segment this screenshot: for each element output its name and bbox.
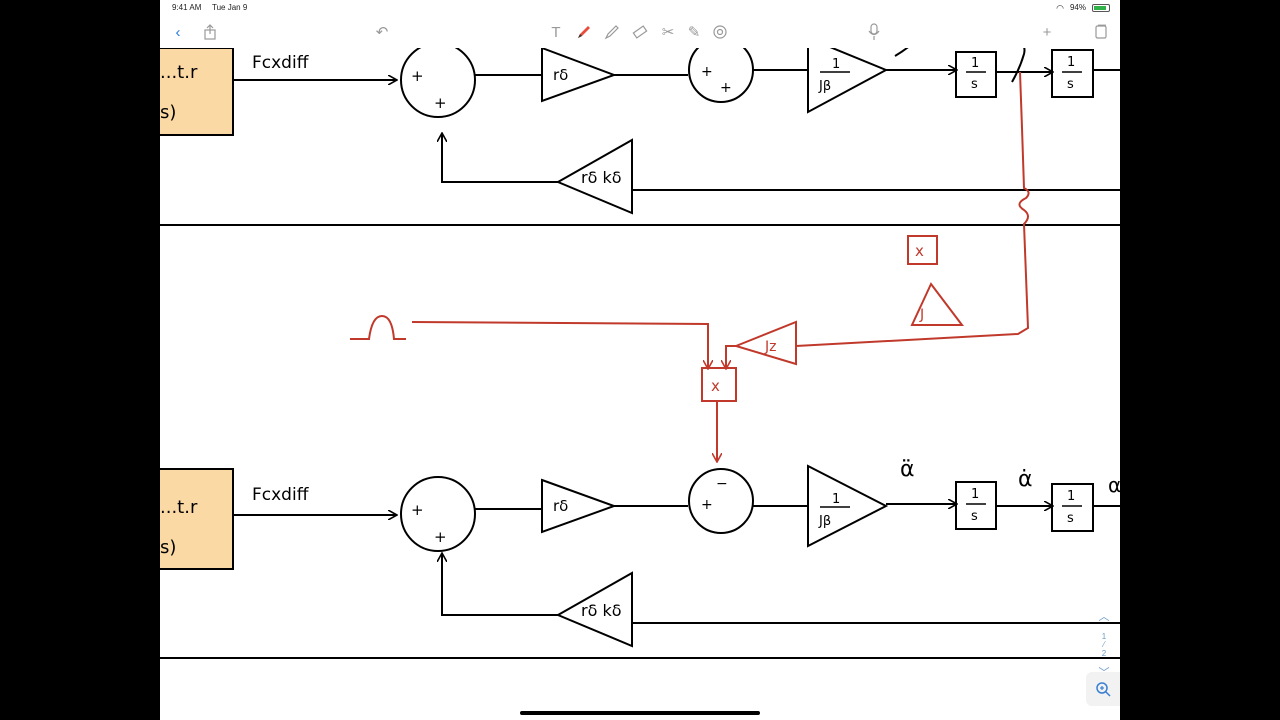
top-block-text-2: s) xyxy=(160,102,176,123)
page-total: 2 xyxy=(1101,649,1107,658)
share-icon[interactable] xyxy=(198,20,222,44)
coupling-wire xyxy=(795,71,1030,347)
top-int1-num: 1 xyxy=(971,56,979,71)
bottom-int1-num: 1 xyxy=(971,487,979,502)
bottom-sum-2 xyxy=(688,468,754,534)
eraser-icon[interactable] xyxy=(628,20,652,44)
chevron-left-icon[interactable]: ‹ xyxy=(175,23,181,41)
zoom-icon[interactable] xyxy=(1086,672,1120,706)
top-sum2-sign-left: + xyxy=(701,64,713,80)
bottom-block-text-1: ...t.r xyxy=(160,497,198,518)
top-gain-inv-J xyxy=(807,48,889,114)
multiplier-key-box xyxy=(907,235,938,265)
bottom-gain2-num: 1 xyxy=(832,492,840,507)
coupling-gain-label: Jz xyxy=(764,339,776,355)
bottom-diagram: ...t.r s) Fcxdiff + + rδ + − 1 Jβ xyxy=(160,457,1120,659)
lasso-scissors-icon[interactable]: ✂ xyxy=(661,24,675,41)
top-actuator-block xyxy=(160,48,234,136)
bottom-sum-1 xyxy=(400,476,476,552)
bottom-int2-den: s xyxy=(1067,511,1074,526)
top-signal-mark-2 xyxy=(1011,48,1026,83)
toolbar: ‹ ↶ T ✂ ✎ + xyxy=(160,16,1120,48)
coupling-to-multiplier xyxy=(726,345,736,368)
pulse-signal xyxy=(350,314,406,340)
bottom-actuator-block xyxy=(160,468,234,570)
top-feedback-gain xyxy=(555,138,633,215)
status-time: 9:41 AM xyxy=(172,3,202,12)
status-bar: 9:41 AM Tue Jan 9 ◠ 94% xyxy=(160,0,1120,16)
bottom-gain1-label: rδ xyxy=(553,497,568,515)
bottom-gain-r-delta xyxy=(541,478,617,534)
highlighter-icon[interactable] xyxy=(600,20,624,44)
gain-key-triangle xyxy=(910,282,965,326)
coupling-multiplier-label: x xyxy=(711,377,720,395)
bottom-sum1-sign-left: + xyxy=(411,501,424,519)
top-feedback-label: rδ kδ xyxy=(581,168,622,187)
note-canvas[interactable]: ...t.r s) Fcxdiff + + rδ + + 1 Jβ xyxy=(160,48,1120,720)
link-icon[interactable] xyxy=(708,20,732,44)
top-gain1-label: rδ xyxy=(553,66,568,84)
bottom-feedback-gain xyxy=(555,571,633,648)
top-gain2-num: 1 xyxy=(832,57,840,72)
ipad-screen: 9:41 AM Tue Jan 9 ◠ 94% ‹ ↶ T ✂ ✎ + xyxy=(160,0,1120,720)
bottom-sum2-sign-top: − xyxy=(716,476,728,492)
page-current: 1 xyxy=(1101,632,1107,641)
coupling-multiplier xyxy=(701,367,737,402)
home-indicator[interactable] xyxy=(520,711,760,715)
top-int1-den: s xyxy=(971,77,978,92)
battery-percent: 94% xyxy=(1069,3,1086,12)
pen-icon[interactable] xyxy=(572,20,596,44)
battery-icon xyxy=(1092,4,1110,12)
pulse-to-multiplier xyxy=(411,321,708,368)
top-int2-den: s xyxy=(1067,77,1074,92)
gain-key-label: J xyxy=(919,307,924,323)
bottom-feedback-label: rδ kδ xyxy=(581,601,622,620)
top-input-label: Fcxdiff xyxy=(252,53,310,73)
undo-icon[interactable]: ↶ xyxy=(375,24,389,41)
top-signal-mark-1 xyxy=(894,48,909,57)
pages-icon[interactable] xyxy=(1089,20,1113,44)
top-block-text-1: ...t.r xyxy=(160,62,198,83)
bottom-position-label: α xyxy=(1108,473,1120,497)
top-integrator-2 xyxy=(1051,49,1094,98)
bottom-gain2-den: Jβ xyxy=(818,514,831,529)
bottom-feedback-wire-left xyxy=(442,554,558,616)
bottom-input-label: Fcxdiff xyxy=(252,485,310,505)
top-int2-num: 1 xyxy=(1067,55,1075,70)
bottom-velocity-label: α̇ xyxy=(1018,467,1033,492)
coupling-annotation: x J Jz x xyxy=(350,71,1030,461)
top-integrator-1 xyxy=(955,51,997,98)
bottom-int1-den: s xyxy=(971,509,978,524)
block-diagram: ...t.r s) Fcxdiff + + rδ + + 1 Jβ xyxy=(160,48,1120,659)
chevron-up-icon[interactable]: ︿ xyxy=(1098,611,1110,623)
top-sum1-sign-bottom: + xyxy=(434,94,447,112)
status-date: Tue Jan 9 xyxy=(212,3,248,12)
shapes-icon[interactable]: ✎ xyxy=(687,24,701,41)
multiplier-key-label: x xyxy=(915,242,924,260)
text-tool-icon[interactable]: T xyxy=(551,23,561,41)
coupling-gain-Jz xyxy=(732,320,797,366)
top-diagram: ...t.r s) Fcxdiff + + rδ + + 1 Jβ xyxy=(160,48,1120,226)
microphone-icon[interactable] xyxy=(862,20,886,44)
bottom-block-text-2: s) xyxy=(160,537,176,558)
top-gain2-den: Jβ xyxy=(818,79,831,94)
bottom-sum1-sign-bottom: + xyxy=(434,528,447,546)
bottom-integrator-2 xyxy=(1051,483,1094,532)
plus-icon[interactable]: + xyxy=(1042,23,1052,41)
top-feedback-wire-left xyxy=(442,134,558,183)
top-gain-r-delta xyxy=(541,48,617,103)
bottom-sum2-sign-left: + xyxy=(701,497,713,513)
wifi-icon: ◠ xyxy=(1056,3,1064,13)
page-separator-icon: ⁄ xyxy=(1103,640,1105,649)
top-sum1-sign-left: + xyxy=(411,67,424,85)
bottom-gain-inv-J xyxy=(807,464,889,548)
top-sum2-sign-bottom: + xyxy=(720,80,732,96)
top-sum-1 xyxy=(400,48,476,118)
bottom-int2-num: 1 xyxy=(1067,489,1075,504)
bottom-accel-label: α̈ xyxy=(900,457,915,482)
